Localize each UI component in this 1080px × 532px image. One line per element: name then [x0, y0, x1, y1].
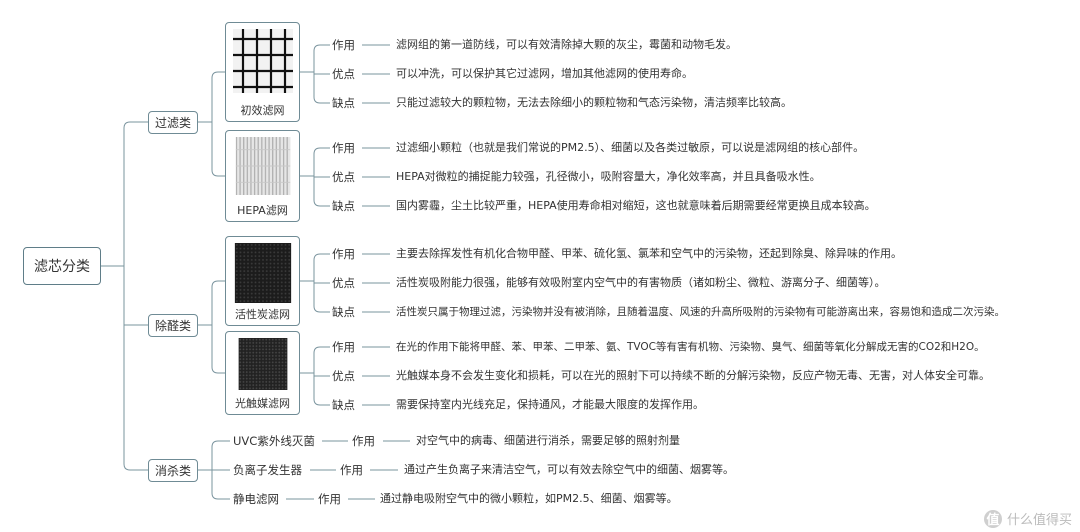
- primary-pro-label: 优点: [332, 67, 355, 81]
- hepa-pro-text: HEPA对微粒的捕捉能力较强，孔径微小，吸附容量大，净化效率高，并且具备吸水性。: [396, 170, 821, 183]
- card-hepa-filter: HEPA滤网: [225, 130, 300, 222]
- sterilize-connector-branch-0: [211, 440, 230, 470]
- root-connector-branch-2: [123, 266, 148, 471]
- card-photocatalyst-filter: 光触媒滤网: [225, 331, 300, 415]
- formaldehyde-connector-branch-0: [211, 280, 225, 325]
- card-connector-2-branch-2: [313, 281, 330, 313]
- photo-pro-label: 优点: [332, 369, 355, 383]
- primary-func-text: 滤网组的第一道防线，可以有效清除掉大颗的灰尘，霉菌和动物毛发。: [396, 38, 737, 51]
- root-node: 滤芯分类: [23, 247, 101, 285]
- watermark: 值 什么值得买: [983, 509, 1072, 528]
- pleated-filter-image: [235, 137, 291, 195]
- photocatalyst-mesh-image: [238, 338, 288, 390]
- card-connector-1-branch-2: [313, 176, 330, 207]
- card-hepa-caption: HEPA滤网: [237, 204, 288, 217]
- grid-mesh-image: [233, 29, 293, 93]
- card-carbon-filter: 活性炭滤网: [225, 236, 300, 326]
- group-formaldehyde: 除醛类: [148, 314, 198, 337]
- carbon-con-text: 活性炭只属于物理过滤，污染物并没有被消除，且随着温度、风速的升高所吸附的污染物有…: [396, 306, 1005, 318]
- carbon-func-text: 主要去除挥发性有机化合物甲醛、甲苯、硫化氢、氯苯和空气中的污染物，还起到除臭、除…: [396, 247, 902, 260]
- photo-pro-text: 光触媒本身不会发生变化和损耗，可以在光的照射下可以持续不断的分解污染物，反应产物…: [396, 369, 990, 382]
- electrostatic-func-text: 通过静电吸附空气中的微小颗粒，如PM2.5、细菌、烟雾等。: [380, 492, 678, 505]
- card-photocatalyst-caption: 光触媒滤网: [235, 397, 290, 410]
- sterilize-connector-branch-2: [211, 470, 230, 500]
- ion-func-text: 通过产生负离子来清洁空气，可以有效去除空气中的细菌、烟雾等。: [404, 463, 734, 476]
- carbon-pro-text: 活性炭吸附能力很强，能够有效吸附室内空气中的有害物质（诸如粉尘、微粒、游离分子、…: [396, 276, 886, 289]
- group-sterilize: 消杀类: [148, 459, 198, 482]
- card-primary-filter: 初效滤网: [225, 22, 300, 122]
- root-label: 滤芯分类: [34, 259, 90, 275]
- filter-connector-branch-0: [211, 71, 225, 122]
- card-connector-1-branch-0: [313, 147, 330, 176]
- group-filter-label: 过滤类: [154, 116, 191, 130]
- hepa-func-text: 过滤细小颗粒（也就是我们常说的PM2.5）、细菌以及各类过敏原，可以说是滤网组的…: [396, 141, 865, 154]
- hepa-func-label: 作用: [332, 141, 355, 155]
- primary-func-label: 作用: [332, 38, 355, 52]
- card-primary-caption: 初效滤网: [240, 104, 285, 117]
- filter-connector-branch-1: [211, 122, 225, 177]
- carbon-pro-label: 优点: [332, 276, 355, 290]
- group-formaldehyde-label: 除醛类: [154, 319, 191, 333]
- root-connector-branch-0: [123, 121, 148, 266]
- card-carbon-caption: 活性炭滤网: [235, 308, 290, 321]
- ion-name: 负离子发生器: [233, 463, 302, 477]
- group-sterilize-label: 消杀类: [154, 464, 191, 478]
- card-connector-2-branch-0: [313, 253, 330, 281]
- hepa-con-text: 国内雾霾，尘土比较严重，HEPA使用寿命相对缩短，这也就意味着后期需要经常更换且…: [396, 199, 876, 212]
- electrostatic-func-label: 作用: [318, 492, 341, 506]
- carbon-con-label: 缺点: [332, 305, 355, 319]
- card-connector-3-branch-2: [313, 373, 330, 406]
- card-connector-0-branch-2: [313, 72, 330, 104]
- carbon-mesh-image: [234, 243, 292, 303]
- card-connector-0-branch-0: [313, 44, 330, 72]
- group-filter: 过滤类: [148, 111, 198, 134]
- primary-con-label: 缺点: [332, 96, 355, 110]
- formaldehyde-connector-branch-1: [211, 325, 225, 374]
- watermark-text: 什么值得买: [1006, 513, 1072, 528]
- carbon-func-label: 作用: [332, 247, 355, 261]
- hepa-pro-label: 优点: [332, 170, 355, 184]
- hepa-con-label: 缺点: [332, 199, 355, 213]
- photo-func-label: 作用: [332, 340, 355, 354]
- photo-con-label: 缺点: [332, 398, 355, 412]
- ion-func-label: 作用: [340, 463, 363, 477]
- uvc-func-text: 对空气中的病毒、细菌进行消杀，需要足够的照射剂量: [416, 434, 680, 447]
- primary-pro-text: 可以冲洗，可以保护其它过滤网，增加其他滤网的使用寿命。: [396, 67, 693, 80]
- primary-con-text: 只能过滤较大的颗粒物，无法去除细小的颗粒物和气态污染物，清洁频率比较高。: [396, 96, 792, 109]
- uvc-func-label: 作用: [352, 434, 375, 448]
- card-connector-3-branch-0: [313, 346, 330, 373]
- photo-func-text: 在光的作用下能将甲醛、苯、甲苯、二甲苯、氨、TVOC等有害有机物、污染物、臭气、…: [396, 341, 985, 353]
- photo-con-text: 需要保持室内光线充足，保持通风，才能最大限度的发挥作用。: [396, 398, 704, 411]
- electrostatic-name: 静电滤网: [233, 492, 279, 506]
- uvc-name: UVC紫外线灭菌: [233, 434, 315, 448]
- watermark-badge-icon: 值: [983, 509, 1002, 528]
